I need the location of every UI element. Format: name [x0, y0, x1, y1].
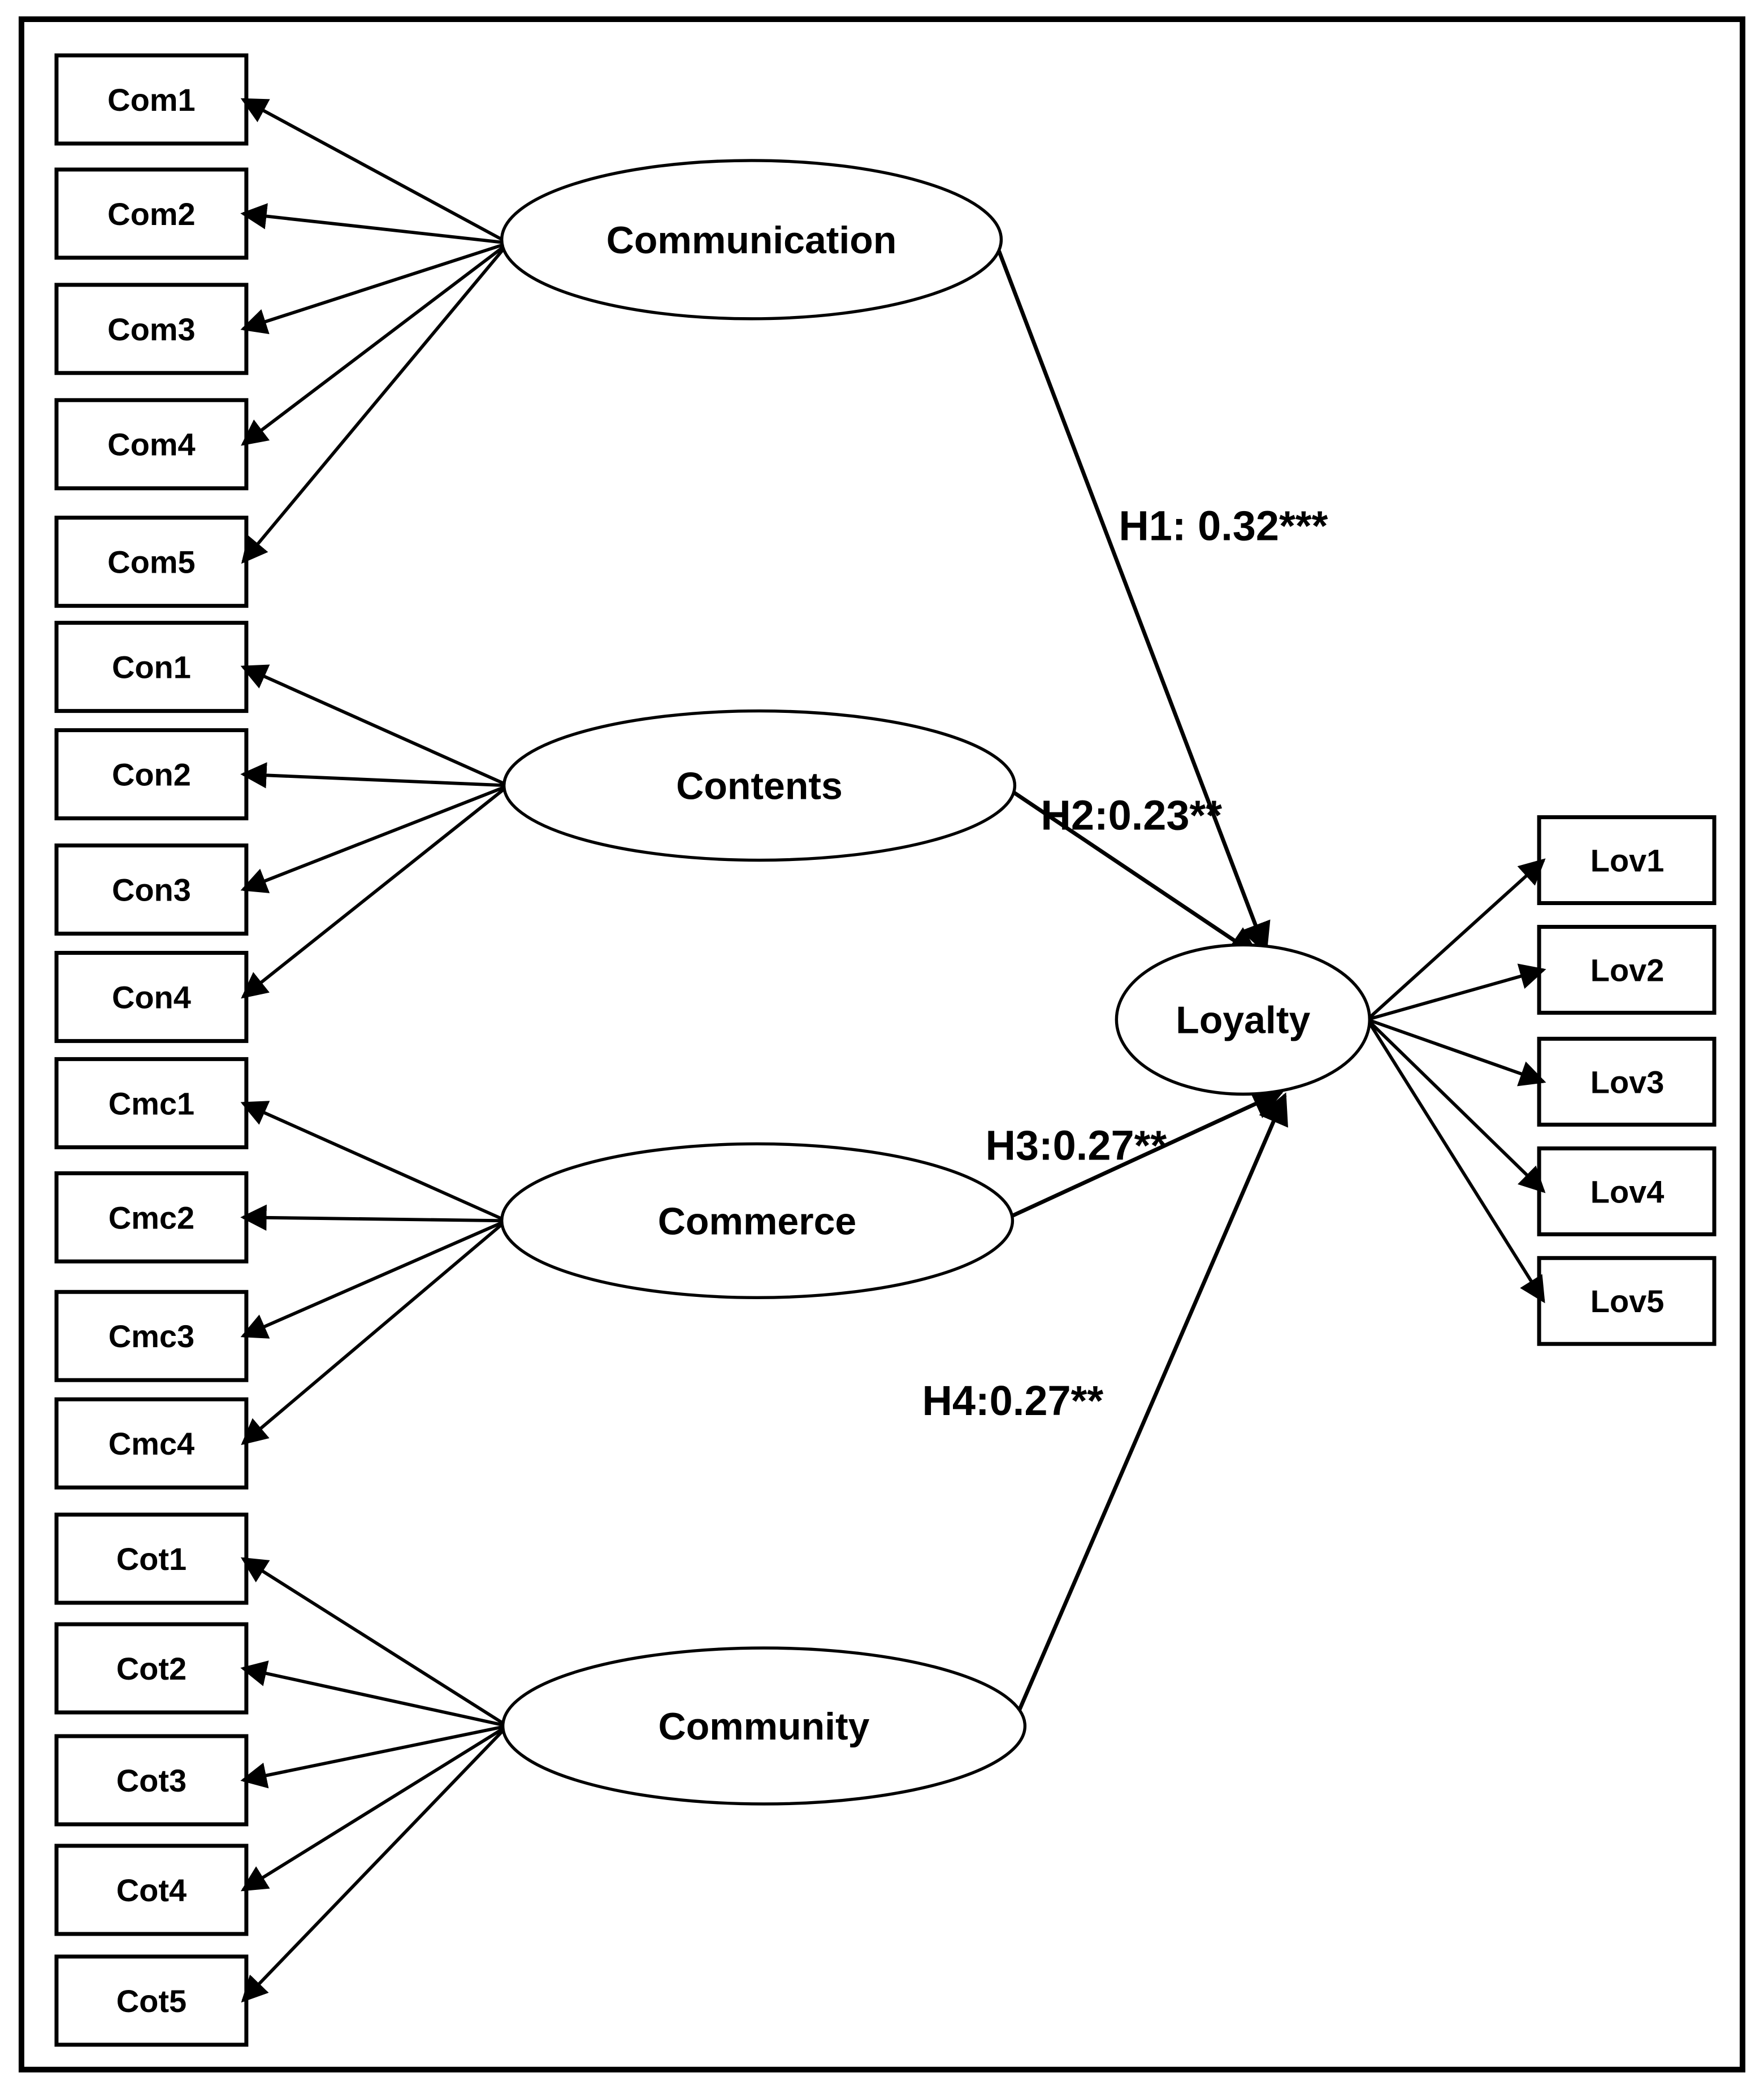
latent-label-contents: Contents: [676, 765, 843, 808]
commerce-indicator-group: Cmc1 Cmc2 Cmc3 Cmc4: [54, 1057, 249, 1490]
arrow-loyalty-lov4: [1366, 1018, 1546, 1193]
indicator-label-cmc4: Cmc4: [109, 1426, 194, 1461]
indicator-label-cot1: Cot1: [116, 1541, 187, 1577]
indicator-label-lov2: Lov2: [1590, 952, 1665, 988]
indicator-box-cmc2: [54, 1171, 249, 1264]
indicator-label-con4: Con4: [112, 979, 191, 1015]
arrow-community-cot3: [240, 1724, 508, 1789]
indicator-label-cmc1: Cmc1: [109, 1085, 194, 1121]
arrow-contents-con1: [240, 664, 509, 788]
contents-indicator-group: Con1 Con2 Con3 Con4: [54, 621, 249, 1043]
indicator-label-com4: Com4: [107, 427, 195, 462]
indicator-box-com2: [54, 167, 249, 260]
arrow-community-cot5: [241, 1725, 509, 2003]
arrow-loyalty-lov2: [1367, 963, 1546, 1022]
arrow-communication-com4: [241, 241, 510, 446]
hypothesis-label-h4: H4:0.27**: [922, 1377, 1103, 1424]
structural-arrows: [997, 250, 1288, 1711]
indicator-label-con2: Con2: [112, 757, 191, 793]
indicator-box-lov5: [1537, 1256, 1717, 1346]
latent-label-loyalty: Loyalty: [1176, 998, 1310, 1041]
indicator-box-cot3: [54, 1734, 249, 1827]
indicator-label-lov5: Lov5: [1590, 1283, 1665, 1319]
arrow-commerce-cmc4: [241, 1219, 508, 1446]
latent-constructs: Communication Contents Commerce Communit…: [500, 159, 1371, 1806]
latent-ellipse-commerce: [500, 1142, 1015, 1299]
latent-label-commerce: Commerce: [658, 1200, 856, 1243]
path-arrow-h4-community-loyalty: [1017, 1092, 1288, 1711]
arrow-commerce-cmc1: [240, 1101, 507, 1222]
indicator-box-cmc3: [54, 1290, 249, 1382]
arrow-community-cot4: [240, 1724, 509, 1892]
hypothesis-label-h3: H3:0.27**: [985, 1122, 1167, 1169]
indicator-label-cmc3: Cmc3: [109, 1318, 194, 1354]
arrow-communication-com5: [241, 242, 510, 564]
indicator-label-con1: Con1: [112, 650, 191, 685]
latent-label-communication: Communication: [606, 219, 897, 262]
indicator-label-cot5: Cot5: [116, 1983, 187, 2019]
arrow-contents-con2: [240, 762, 509, 789]
indicator-box-cot5: [54, 1954, 249, 2047]
indicator-label-lov3: Lov3: [1590, 1064, 1665, 1100]
indicator-box-cmc1: [54, 1057, 249, 1149]
indicator-box-cmc4: [54, 1397, 249, 1490]
path-arrow-h1-communication-loyalty: [997, 250, 1271, 955]
arrow-communication-com3: [240, 241, 509, 335]
hypothesis-label-h2: H2:0.23**: [1041, 792, 1222, 839]
path-arrow-h2-contents-loyalty: [1012, 790, 1260, 958]
indicator-label-com3: Com3: [107, 311, 195, 347]
indicator-box-lov1: [1537, 815, 1717, 905]
latent-ellipse-communication: [500, 159, 1003, 321]
indicator-box-lov2: [1537, 924, 1717, 1015]
indicator-box-cot4: [54, 1844, 249, 1936]
indicator-label-cot3: Cot3: [116, 1763, 187, 1798]
outer-frame: [18, 16, 1746, 2073]
arrow-communication-com1: [240, 98, 510, 245]
indicator-label-con3: Con3: [112, 872, 191, 907]
indicator-label-com2: Com2: [107, 196, 195, 232]
arrow-contents-con3: [240, 784, 509, 893]
indicator-label-com5: Com5: [107, 544, 195, 580]
indicator-label-cot4: Cot4: [116, 1872, 187, 1908]
indicator-box-com4: [54, 398, 249, 491]
arrow-commerce-cmc3: [240, 1219, 507, 1339]
indicator-box-con2: [54, 728, 249, 821]
community-indicator-group: Cot1 Cot2 Cot3 Cot4 Cot5: [54, 1512, 249, 2047]
arrow-commerce-cmc2: [240, 1204, 506, 1231]
arrow-loyalty-lov3: [1367, 1018, 1546, 1087]
latent-ellipse-community: [501, 1646, 1027, 1806]
hypothesis-label-h1: H1: 0.32***: [1119, 503, 1328, 550]
loyalty-indicator-group: Lov1 Lov2 Lov3 Lov4 Lov5: [1537, 815, 1717, 1346]
indicator-box-com5: [54, 516, 249, 608]
latent-ellipse-loyalty: [1115, 943, 1371, 1096]
indicator-label-lov1: Lov1: [1590, 843, 1665, 879]
arrow-community-cot1: [240, 1557, 509, 1728]
indicator-box-con3: [54, 843, 249, 936]
arrow-contents-con4: [241, 784, 510, 999]
indicator-label-cot2: Cot2: [116, 1651, 187, 1686]
indicator-box-con4: [54, 950, 249, 1043]
measurement-arrows: [240, 98, 1546, 2003]
arrow-loyalty-lov5: [1366, 1018, 1545, 1304]
communication-indicator-group: Com1 Com2 Com3 Com4 Com5: [54, 53, 249, 608]
arrow-communication-com2: [240, 203, 509, 245]
indicator-box-com1: [54, 53, 249, 146]
latent-label-community: Community: [658, 1705, 870, 1748]
arrow-loyalty-lov1: [1366, 858, 1546, 1021]
latent-ellipse-contents: [502, 709, 1017, 862]
path-arrow-h3-commerce-loyalty: [1010, 1089, 1285, 1218]
arrow-community-cot2: [240, 1660, 508, 1728]
hypothesis-labels: H1: 0.32*** H2:0.23** H3:0.27** H4:0.27*…: [922, 503, 1328, 1425]
indicator-label-cmc2: Cmc2: [109, 1200, 194, 1235]
indicator-box-con1: [54, 621, 249, 713]
indicator-box-lov3: [1537, 1036, 1717, 1127]
indicator-label-lov4: Lov4: [1590, 1174, 1665, 1209]
indicator-label-com1: Com1: [107, 82, 195, 118]
